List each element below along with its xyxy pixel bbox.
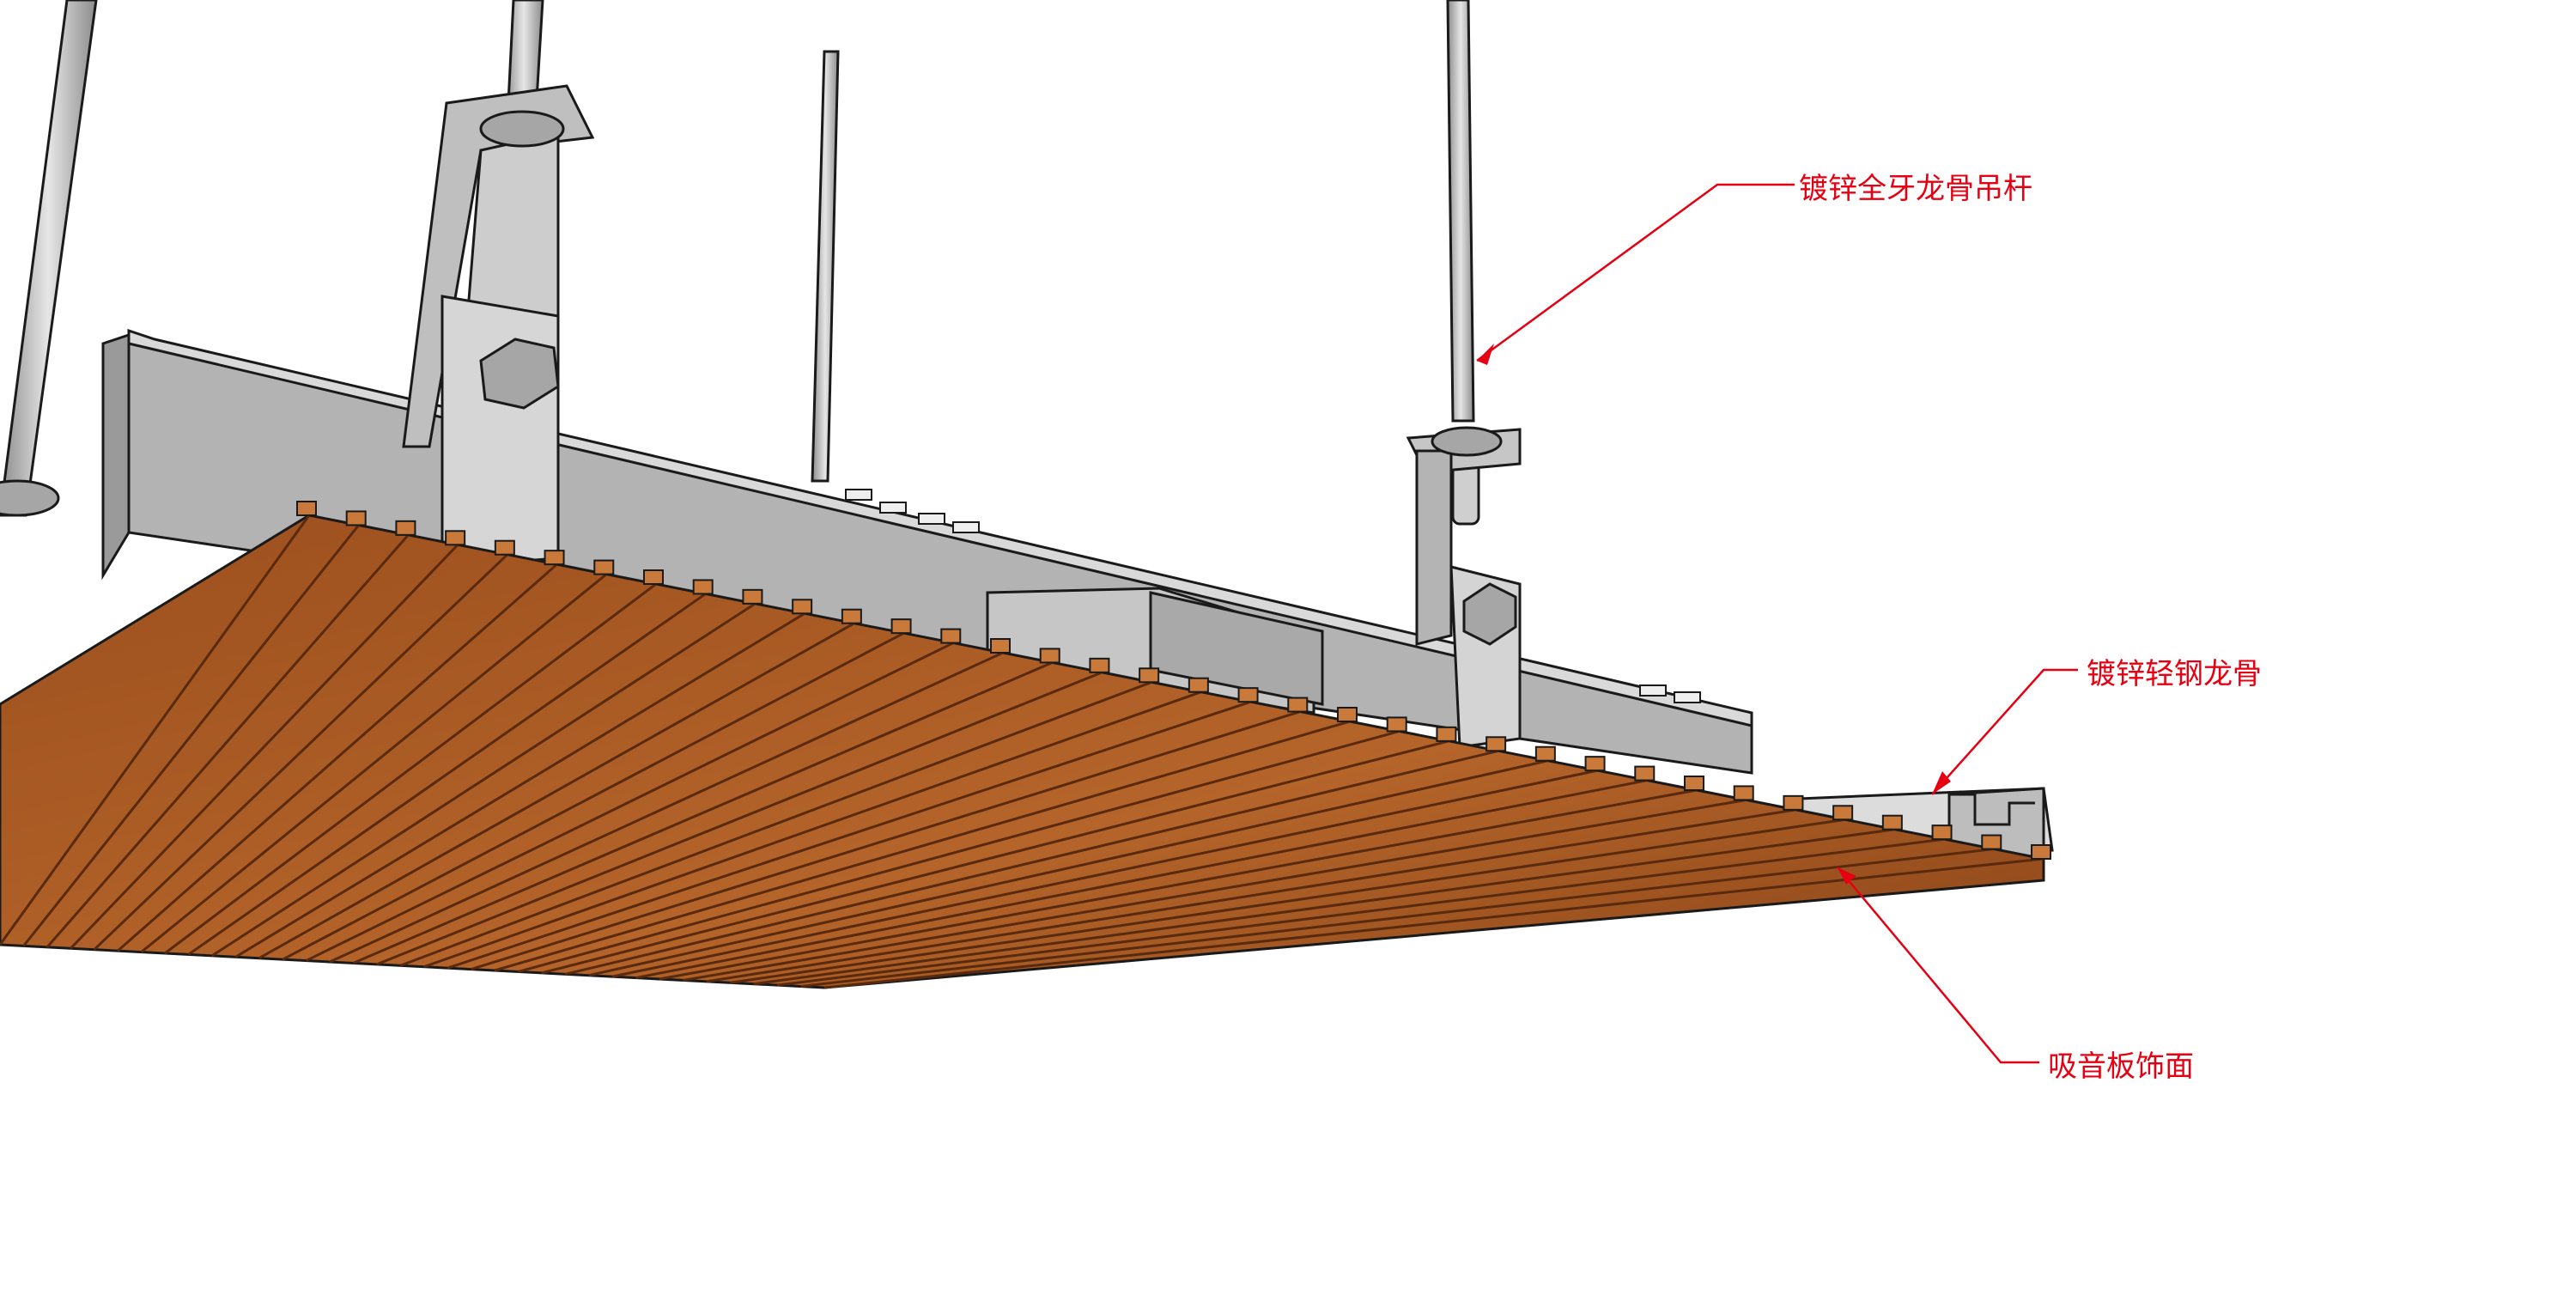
fasteners bbox=[0, 110, 1517, 646]
panel-slat-notch bbox=[345, 510, 367, 526]
panel-slat-notch bbox=[792, 599, 813, 615]
panel-slat-notch bbox=[1881, 814, 1903, 830]
panel-slat-notch bbox=[1337, 707, 1358, 722]
panel-slat bbox=[187, 593, 707, 956]
panel-slat-notch bbox=[2031, 844, 2051, 860]
nut-icon bbox=[1431, 426, 1503, 457]
panel-slat bbox=[376, 671, 1103, 966]
panel-slat-notch bbox=[1931, 824, 1953, 841]
panel-slat bbox=[46, 533, 410, 948]
panel-slats bbox=[0, 501, 2051, 989]
panel-slat bbox=[541, 739, 1449, 975]
panel-slat-notch bbox=[1634, 765, 1656, 782]
panel-slat bbox=[423, 691, 1202, 969]
hex-bolt-icon bbox=[1462, 582, 1517, 646]
panel-slat-notch bbox=[692, 579, 714, 595]
panel-slat-notch bbox=[990, 638, 1011, 654]
panel-slat bbox=[329, 651, 1004, 964]
panel-slat bbox=[518, 729, 1400, 973]
panel-slat-notch bbox=[1237, 687, 1259, 703]
callout-line-keel bbox=[1931, 668, 2078, 795]
panel-slat bbox=[683, 798, 1747, 982]
panel-slat bbox=[258, 622, 855, 960]
panel-slat bbox=[211, 602, 756, 958]
label-keel: 镀锌轻钢龙骨 bbox=[2087, 658, 2262, 691]
hanger-rod-center bbox=[811, 50, 840, 483]
panel-slat-notch bbox=[494, 539, 515, 556]
hanger-rod-right bbox=[1446, 0, 1475, 423]
panel-slat bbox=[352, 661, 1054, 964]
hanger-rod-left bbox=[0, 0, 98, 517]
callouts bbox=[1476, 183, 2078, 1064]
panel-slat-notch bbox=[1139, 667, 1160, 684]
panel-slat bbox=[22, 524, 360, 947]
panel-slat bbox=[234, 612, 805, 958]
panel-slat-notch bbox=[1832, 805, 1854, 821]
nut-icon bbox=[479, 110, 565, 148]
panel-slat bbox=[588, 759, 1549, 977]
panel-slat-notch bbox=[593, 559, 615, 575]
panel-slat-notch bbox=[1436, 726, 1457, 742]
panel-slat bbox=[282, 631, 905, 961]
panel-slat bbox=[776, 837, 1945, 987]
panel-slat-notch bbox=[742, 588, 763, 605]
panel-slat-notch bbox=[890, 618, 912, 635]
panel-slat bbox=[447, 700, 1252, 970]
panel-slat-notch bbox=[1534, 745, 1556, 762]
panel-slat-notch bbox=[1485, 736, 1507, 752]
panel-slat bbox=[70, 544, 459, 950]
panel-slat-notch bbox=[1089, 657, 1110, 673]
callout-arrow-icon bbox=[1838, 867, 1856, 885]
keel-slots bbox=[845, 489, 1701, 703]
panel-slat bbox=[564, 749, 1499, 976]
panel-slat bbox=[659, 788, 1698, 981]
panel-slat bbox=[93, 553, 508, 951]
panel-slat bbox=[0, 514, 311, 946]
panel-slat bbox=[305, 642, 954, 962]
label-panel: 吸音板饰面 bbox=[2048, 1050, 2194, 1083]
panel-slat-notch bbox=[1188, 677, 1209, 693]
callout-arrow-icon bbox=[1477, 344, 1494, 365]
panel-slat-notch bbox=[1039, 648, 1060, 664]
panel-slat-notch bbox=[1981, 834, 2002, 850]
acoustic-panel bbox=[0, 501, 2051, 989]
callout-line-hanger bbox=[1476, 183, 1795, 362]
label-hanger-rod: 镀锌全牙龙骨吊杆 bbox=[1799, 173, 2032, 205]
panel-slat bbox=[140, 573, 608, 953]
panel-slat-notch bbox=[841, 608, 862, 624]
panel-slat-notch bbox=[940, 628, 962, 644]
panel-slat-notch bbox=[1584, 756, 1606, 772]
panel-slat-notch bbox=[1684, 776, 1704, 791]
panel-slat bbox=[800, 848, 1995, 989]
panel-slat-notch bbox=[643, 569, 664, 585]
callout-arrow-icon bbox=[1932, 771, 1951, 794]
panel-slat bbox=[823, 857, 2044, 989]
panel-slat-notch bbox=[544, 550, 565, 566]
panel-slat-notch bbox=[445, 530, 466, 546]
panel-slat bbox=[399, 680, 1152, 967]
panel-slat bbox=[117, 563, 558, 952]
panel-slat-notch bbox=[1386, 716, 1407, 733]
panel-slat bbox=[611, 769, 1598, 978]
panel-slat bbox=[635, 779, 1648, 980]
panel-slat bbox=[753, 828, 1896, 986]
panel-slat-notch bbox=[1733, 785, 1754, 801]
callout-line-panel bbox=[1837, 867, 2039, 1064]
panel-slat-notch bbox=[1287, 697, 1309, 713]
panel-slat bbox=[494, 720, 1351, 972]
panel-slat bbox=[471, 710, 1301, 971]
hex-bolt-icon bbox=[479, 338, 560, 410]
panel-slat bbox=[164, 582, 657, 955]
panel-slat-notch bbox=[395, 520, 416, 536]
panel-slat-notch bbox=[296, 501, 317, 516]
panel-slat bbox=[706, 808, 1796, 983]
panel-slat bbox=[730, 818, 1846, 984]
nut-icon bbox=[0, 479, 60, 517]
panel-slat-notch bbox=[1783, 794, 1804, 811]
